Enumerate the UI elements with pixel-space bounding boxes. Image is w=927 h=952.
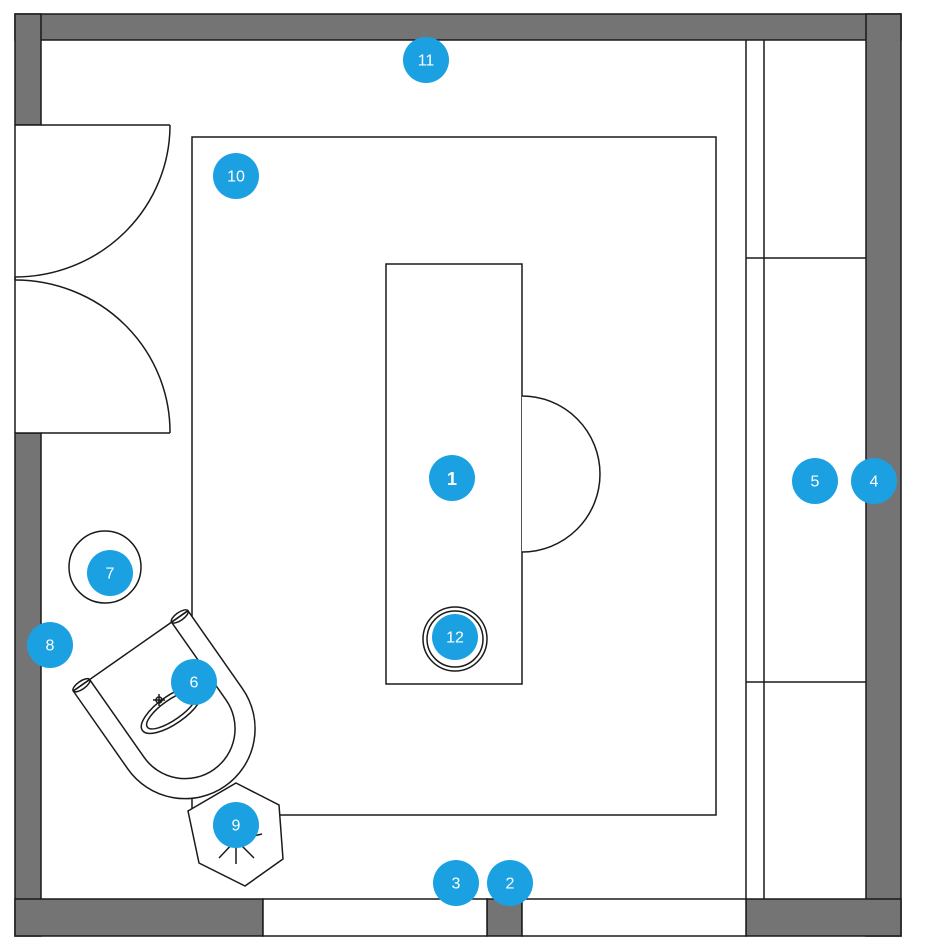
wall-left-lower [14, 432, 42, 937]
marker-9[interactable]: 9 [213, 802, 259, 848]
marker-circle [213, 153, 259, 199]
wall-bottom-right [745, 898, 902, 937]
marker-label: 5 [811, 474, 820, 491]
window-left [262, 898, 488, 937]
desk-chair [521, 395, 601, 553]
door-swing-bottom [14, 279, 171, 434]
marker-label: 10 [227, 169, 245, 186]
door-swing-top [14, 124, 171, 278]
marker-circle [213, 802, 259, 848]
marker-6[interactable]: 6 [171, 659, 217, 705]
desk-lamp-outer [422, 606, 488, 672]
wall-left-upper [14, 13, 42, 126]
marker-label: 2 [506, 876, 515, 893]
marker-label: 11 [418, 53, 435, 70]
marker-circle [851, 458, 897, 504]
wall-bottom-left [14, 898, 264, 937]
armchair-center-mark [153, 694, 165, 706]
door-opening [15, 125, 41, 433]
marker-circle [87, 550, 133, 596]
wall-top [14, 13, 902, 41]
marker-8[interactable]: 8 [27, 622, 73, 668]
marker-circle [433, 860, 479, 906]
marker-1[interactable]: 1 [429, 455, 475, 501]
marker-3[interactable]: 3 [433, 860, 479, 906]
marker-label: 1 [447, 469, 457, 489]
marker-circle [171, 659, 217, 705]
rug [191, 136, 717, 816]
marker-circle [432, 614, 478, 660]
marker-10[interactable]: 10 [213, 153, 259, 199]
window-right [521, 898, 747, 937]
marker-label: 9 [232, 818, 241, 835]
marker-7[interactable]: 7 [87, 550, 133, 596]
marker-circle [487, 860, 533, 906]
marker-circle [403, 37, 449, 83]
marker-label: 4 [870, 474, 879, 491]
marker-label: 8 [46, 638, 55, 655]
marker-11[interactable]: 11 [403, 37, 449, 83]
marker-circle [27, 622, 73, 668]
marker-label: 12 [446, 630, 464, 647]
marker-label: 7 [106, 566, 115, 583]
marker-2[interactable]: 2 [487, 860, 533, 906]
marker-circle [429, 455, 475, 501]
marker-12[interactable]: 12 [432, 614, 478, 660]
marker-label: 6 [190, 675, 199, 692]
marker-4[interactable]: 4 [851, 458, 897, 504]
marker-label: 3 [452, 876, 461, 893]
marker-5[interactable]: 5 [792, 458, 838, 504]
desk-lamp-inner [426, 610, 484, 668]
marker-circle [792, 458, 838, 504]
